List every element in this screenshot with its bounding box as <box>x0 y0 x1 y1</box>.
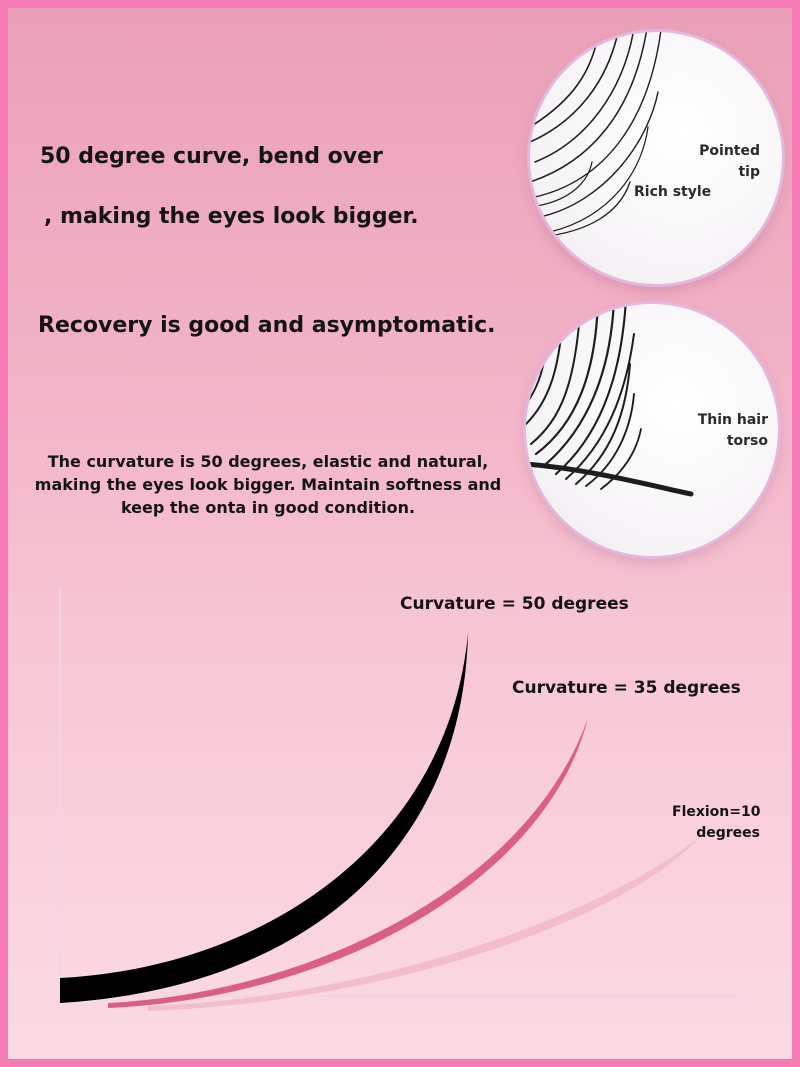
description-paragraph: The curvature is 50 degrees, elastic and… <box>34 452 502 517</box>
headline-line-3: Recovery is good and asymptomatic. <box>38 313 496 338</box>
lash-tip-illustration <box>530 32 662 238</box>
flexion-10-label: Flexion=10 degrees <box>672 804 761 841</box>
curvature-50-label: Curvature = 50 degrees <box>400 594 629 614</box>
headline-line-1: 50 degree curve, bend over <box>40 144 383 169</box>
lash-torso-illustration <box>526 304 694 497</box>
pointed-tip-label: Pointed tip <box>699 143 760 180</box>
curvature-comparison-graphic <box>59 590 740 1011</box>
lash-tip-zoom: Pointed tip Rich style <box>530 32 782 284</box>
lash-torso-zoom: Thin hair torso <box>526 304 778 556</box>
curve-35-degrees <box>108 718 588 1008</box>
rich-style-label: Rich style <box>634 184 712 200</box>
curve-10-degrees <box>148 838 698 1011</box>
thin-hair-torso-label: Thin hair torso <box>697 412 768 449</box>
curve-50-degrees <box>60 633 468 1003</box>
headline-line-2: , making the eyes look bigger. <box>44 204 419 229</box>
curvature-35-label: Curvature = 35 degrees <box>512 678 741 698</box>
